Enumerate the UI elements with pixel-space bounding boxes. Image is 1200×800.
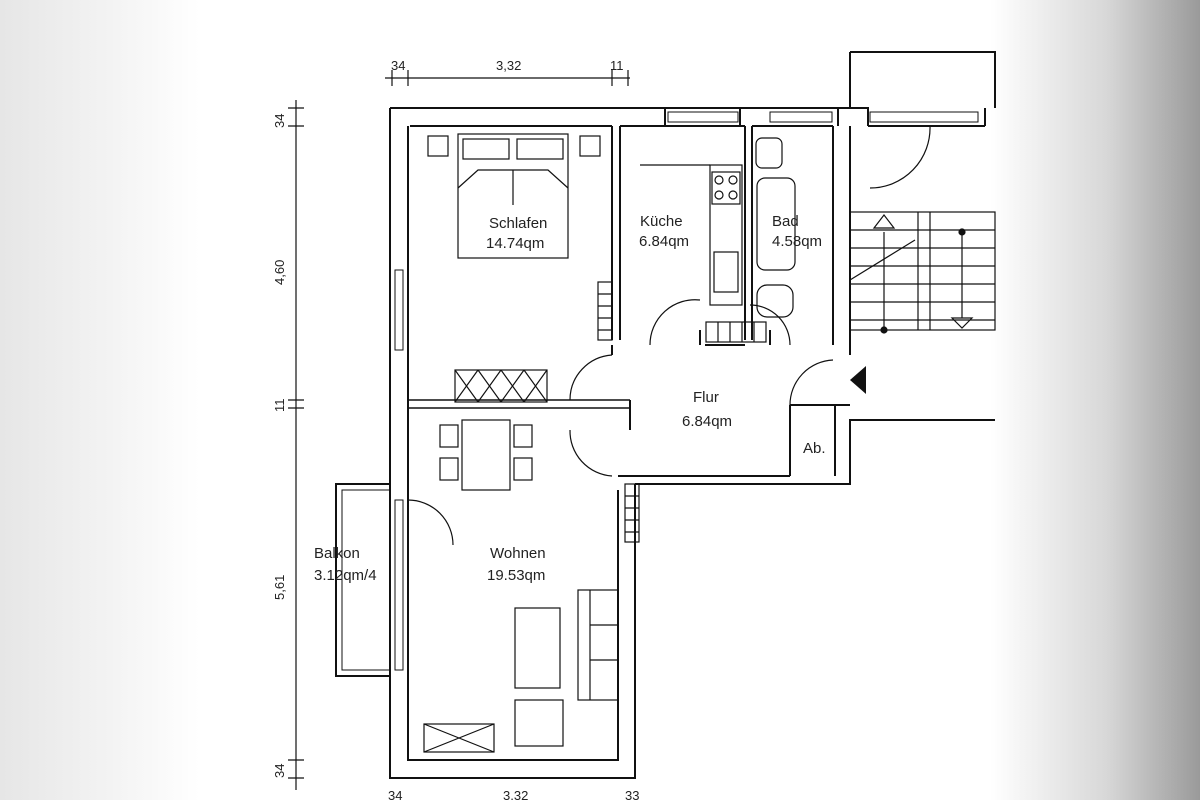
sideboard	[423, 723, 495, 753]
nightstand-right	[579, 135, 601, 157]
kitchen-counter	[709, 164, 743, 306]
door-stair	[869, 125, 931, 189]
sofa	[577, 589, 619, 701]
hall-walls	[618, 400, 850, 477]
kitchen-fixtures	[640, 164, 743, 306]
nightstand-left	[427, 135, 449, 157]
doors	[407, 125, 931, 546]
room-area-wohnen: 19.53qm	[487, 567, 545, 584]
door-bath	[749, 304, 791, 346]
left-blurred-edge	[0, 0, 200, 800]
coffee-table	[514, 607, 561, 689]
dim-top-3: 11	[610, 58, 624, 73]
door-entrance	[789, 359, 834, 406]
washbasin	[755, 137, 783, 169]
dining-set	[439, 419, 533, 491]
window-stair	[869, 111, 979, 123]
sink	[713, 251, 739, 293]
bath-fixtures	[755, 137, 796, 318]
bed	[457, 133, 569, 259]
window-wall	[665, 107, 869, 126]
door-bedroom	[569, 354, 613, 401]
room-area-flur: 6.84qm	[682, 413, 732, 430]
armchair	[514, 699, 564, 747]
room-label-balkon: Balkon	[314, 545, 360, 562]
toilet	[756, 284, 794, 318]
room-label-kueche: Küche	[640, 213, 683, 230]
dim-left-5: 34	[272, 764, 287, 778]
room-area-kueche: 6.84qm	[639, 233, 689, 250]
dim-bottom-1: 34	[388, 788, 402, 800]
chimney-blocks	[597, 281, 767, 543]
entrance-arrow	[850, 366, 866, 394]
door-balcony	[407, 499, 454, 546]
pillow-left	[462, 138, 510, 160]
window-living	[394, 499, 404, 671]
dim-left-4: 5,61	[272, 575, 287, 600]
pillow-right	[516, 138, 564, 160]
room-area-balkon: 3.12qm/4	[314, 567, 377, 584]
dimension-lines	[288, 70, 630, 790]
staircase	[849, 211, 996, 334]
outer-wall	[389, 107, 995, 779]
window-bedroom	[394, 269, 404, 351]
right-blurred-edge	[990, 0, 1200, 800]
dim-left-1: 34	[272, 114, 287, 128]
room-label-flur: Flur	[693, 389, 719, 406]
wardrobe	[454, 369, 548, 403]
dim-top-2: 3,32	[496, 58, 521, 73]
dim-left-3: 11	[272, 399, 287, 413]
room-label-abstell: Ab.	[803, 440, 826, 457]
dim-left-2: 4,60	[272, 260, 287, 285]
room-area-schlafen: 14.74qm	[486, 235, 544, 252]
balcony-inner	[341, 489, 391, 671]
room-area-bad: 4.58qm	[772, 233, 822, 250]
dim-bottom-3: 33	[625, 788, 639, 800]
door-kitchen	[649, 299, 701, 346]
dining-table	[461, 419, 511, 491]
dim-top-1: 34	[391, 58, 405, 73]
bedroom-furniture	[427, 133, 601, 403]
room-label-bad: Bad	[772, 213, 799, 230]
living-furniture	[423, 589, 619, 753]
room-label-schlafen: Schlafen	[489, 215, 547, 232]
dim-bottom-2: 3,32	[503, 788, 528, 800]
stair-upper-frame	[849, 51, 996, 108]
room-label-wohnen: Wohnen	[490, 545, 546, 562]
window-kitchen	[667, 111, 739, 123]
stair-top-wall	[868, 108, 986, 127]
kitchen-bath-lower	[611, 330, 771, 355]
divider-wall	[408, 399, 630, 409]
window-bath	[769, 111, 833, 123]
stove	[711, 171, 741, 205]
door-living	[569, 429, 613, 477]
bathtub	[756, 177, 796, 271]
